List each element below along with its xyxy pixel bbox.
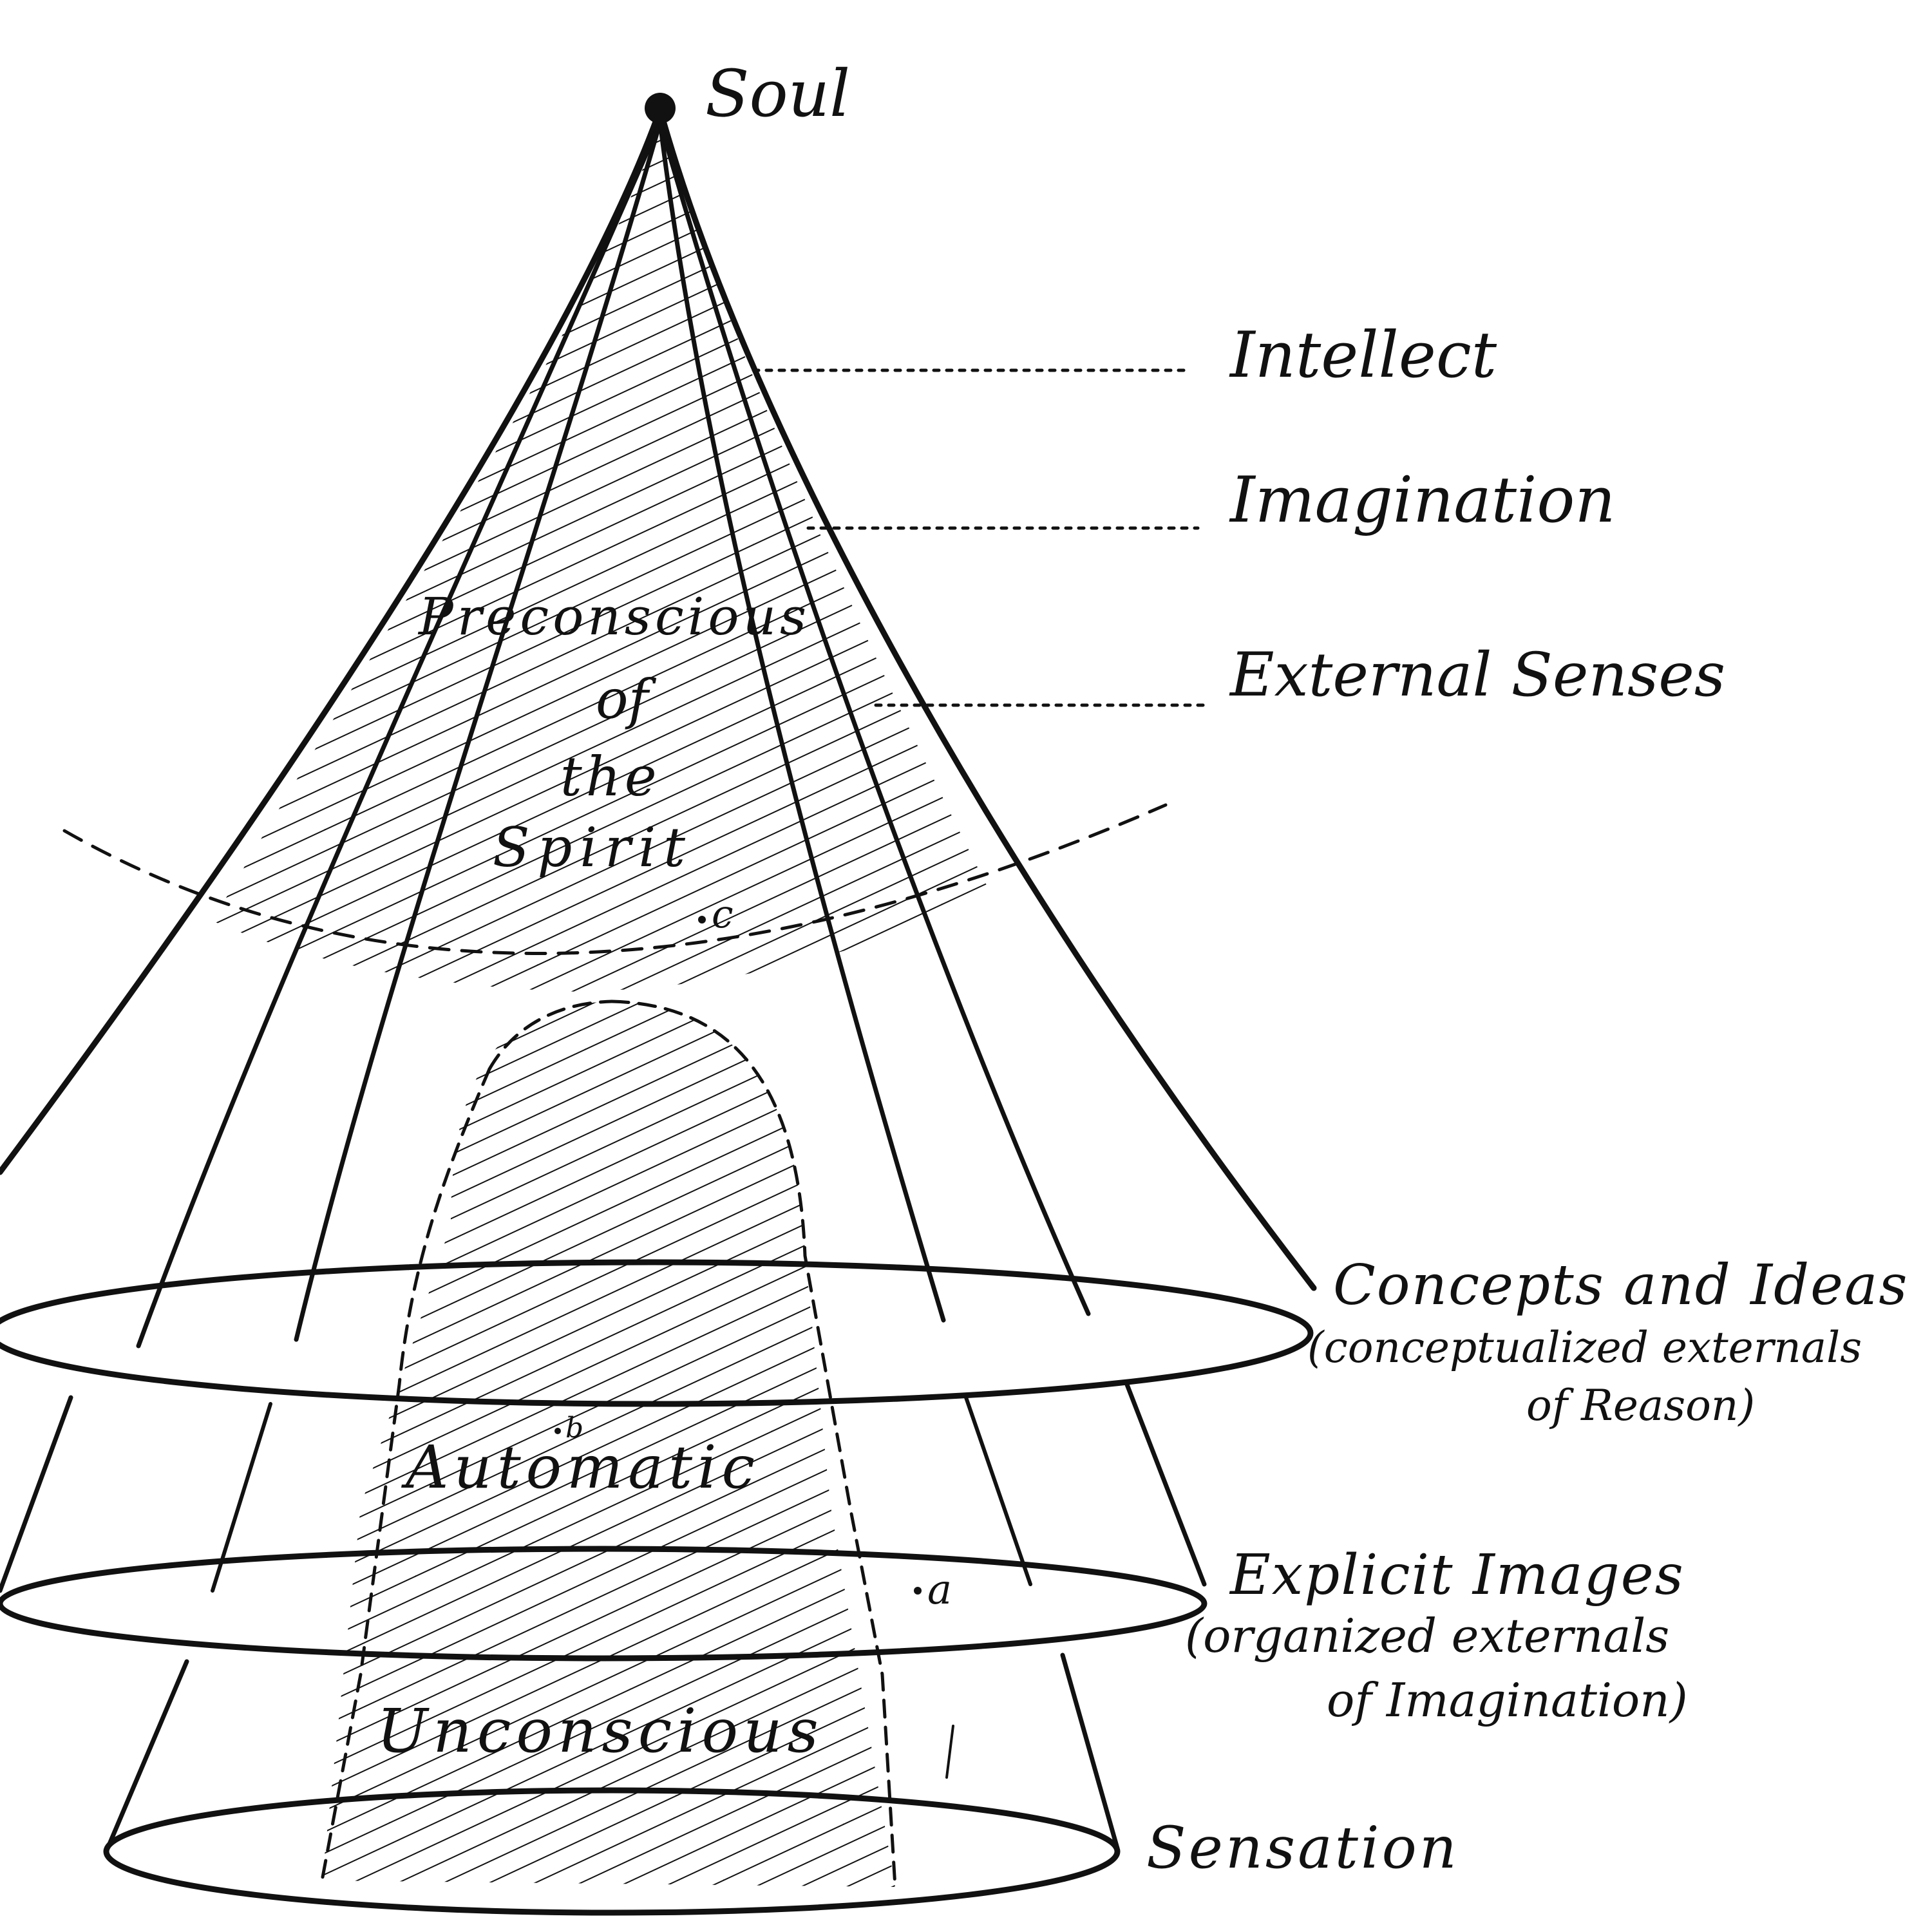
preconscious-spirit-label: Spirit [493, 816, 693, 879]
point-c-dot [698, 916, 706, 923]
middle-cone-left-edge [0, 1395, 73, 1593]
sensation-label: Sensation [1146, 1814, 1459, 1882]
intellect-label: Intellect [1229, 319, 1497, 392]
labels: Soul Intellect Imagination External Sens… [377, 56, 1908, 1882]
ray-2 [294, 120, 663, 1342]
lower-small-mark [945, 1725, 954, 1779]
leader-lines [752, 368, 1206, 707]
concepts-sub-label: (conceptualized externals [1307, 1323, 1862, 1372]
upper-cone-left-edge [0, 106, 663, 1175]
upper-cone-right-edge [657, 106, 1317, 1291]
upper-cone [0, 106, 1317, 1349]
preconscious-of-label: of [596, 668, 657, 731]
preconscious-label: Preconscious [417, 587, 810, 647]
concepts-label: Concepts and Ideas [1333, 1253, 1908, 1318]
concepts-sub-label-2: of Reason) [1526, 1381, 1755, 1430]
sensation-ellipse [103, 1787, 1121, 1916]
point-c-label: c [712, 892, 734, 937]
point-b-dot [554, 1428, 561, 1434]
hatched-regions [213, 122, 992, 1889]
explicit-images-label: Explicit Images [1229, 1543, 1685, 1607]
lower-cone [104, 1653, 1120, 1854]
middle-cone-right-edge [1124, 1382, 1207, 1587]
lower-cone-right-edge [1060, 1653, 1120, 1851]
preconscious-the-label: the [560, 745, 661, 808]
soul-label: Soul [705, 56, 850, 131]
ray-4 [658, 120, 1091, 1316]
lower-cone-left-edge [104, 1659, 189, 1854]
middle-ray-right [964, 1396, 1032, 1586]
automatic-label: Automatic [401, 1433, 760, 1502]
preconscious-hatched-region [213, 122, 992, 992]
unconscious-label: Unconscious [377, 1696, 824, 1766]
point-a-dot [914, 1587, 922, 1595]
external-senses-label: External Senses [1229, 640, 1725, 710]
explicit-images-sub-label: (organized externals [1185, 1609, 1669, 1663]
hatched-column-left-border [320, 1067, 491, 1882]
preconscious-boundary-dashed [62, 803, 1168, 955]
explicit-images-sub-label-2: of Imagination) [1327, 1673, 1688, 1727]
soul-point [645, 93, 676, 124]
automatic-unconscious-hatched-column [322, 1001, 895, 1887]
hatched-column-right-border [610, 999, 897, 1889]
ray-1 [136, 120, 663, 1349]
explicit-images-ellipse [0, 1546, 1208, 1662]
ray-3 [658, 120, 946, 1323]
point-a-label: a [927, 1566, 952, 1614]
point-b-label: b [565, 1412, 583, 1444]
concepts-ellipse [0, 1259, 1314, 1407]
imagination-label: Imagination [1229, 464, 1616, 537]
